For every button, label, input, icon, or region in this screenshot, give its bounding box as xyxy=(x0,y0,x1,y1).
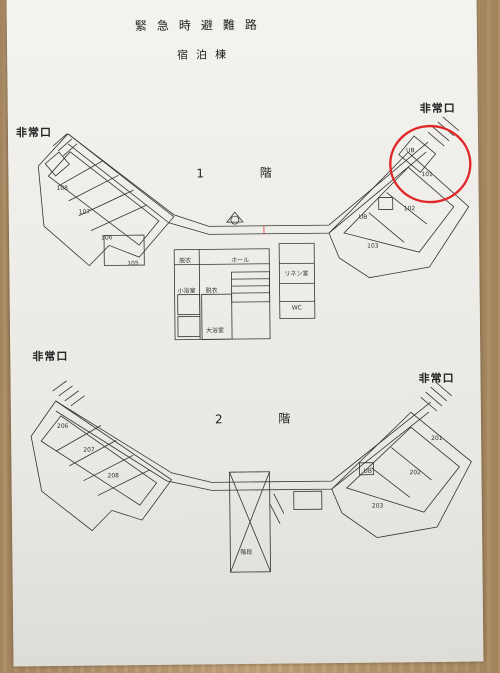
floor-plan-drawing: 101 102 103 105 106 107 108 UB UB ホール リネ… xyxy=(30,116,472,573)
floor1-right-wing xyxy=(328,116,470,279)
svg-text:102: 102 xyxy=(404,205,416,212)
svg-text:脱衣: 脱衣 xyxy=(179,257,191,265)
svg-text:203: 203 xyxy=(372,503,384,510)
svg-text:WC: WC xyxy=(292,304,302,311)
svg-text:リネン室: リネン室 xyxy=(284,269,308,277)
svg-text:208: 208 xyxy=(107,472,119,479)
svg-text:201: 201 xyxy=(431,435,443,442)
svg-text:101: 101 xyxy=(421,171,433,178)
room-labels: 101 102 103 105 106 107 108 UB UB ホール リネ… xyxy=(56,147,443,556)
svg-text:UB: UB xyxy=(359,214,368,221)
svg-text:207: 207 xyxy=(83,447,95,454)
svg-text:ホール: ホール xyxy=(231,257,249,264)
floor1-center-block xyxy=(173,242,316,341)
svg-text:脱衣: 脱衣 xyxy=(206,286,218,294)
floor2-corridor xyxy=(55,400,432,491)
floor1-corridor xyxy=(67,133,429,235)
svg-text:103: 103 xyxy=(367,243,379,250)
highlighted-exit-circle xyxy=(389,124,472,204)
svg-text:106: 106 xyxy=(101,234,113,241)
svg-text:105: 105 xyxy=(127,260,139,267)
svg-text:UB: UB xyxy=(363,468,372,475)
svg-text:小浴室: 小浴室 xyxy=(178,287,196,295)
svg-text:202: 202 xyxy=(409,469,421,476)
floor2-left-wing xyxy=(30,380,173,532)
svg-text:107: 107 xyxy=(79,209,91,216)
svg-text:108: 108 xyxy=(56,185,68,192)
floor1-entrance-door xyxy=(226,211,244,225)
svg-text:UB: UB xyxy=(406,147,415,154)
svg-text:206: 206 xyxy=(57,423,69,430)
floor2-right-wing xyxy=(331,381,472,539)
evacuation-map-sheet: 緊急時避難路 宿泊棟 1 階 2 階 非常口 非常口 非常口 非常口 xyxy=(6,0,484,667)
floor2-center-block xyxy=(229,471,323,573)
svg-text:大浴室: 大浴室 xyxy=(206,326,224,334)
svg-text:階段: 階段 xyxy=(240,548,252,556)
